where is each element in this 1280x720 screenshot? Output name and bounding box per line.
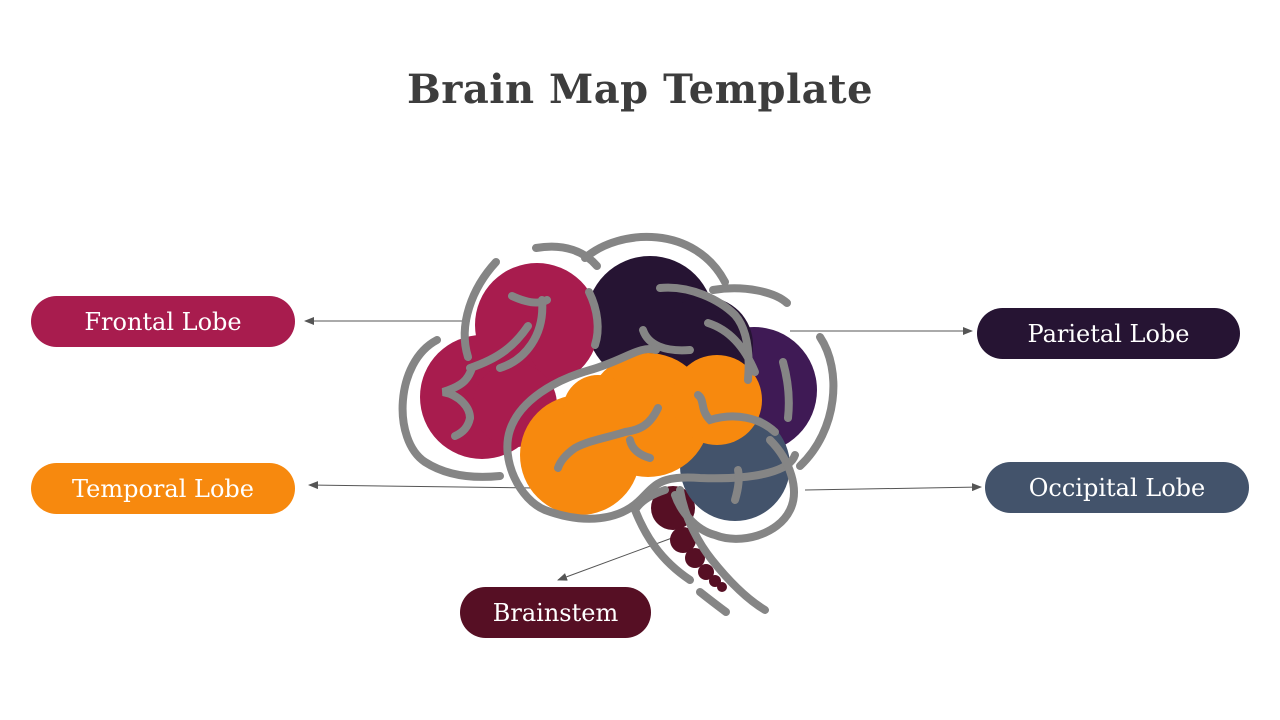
temporal-connector (308, 481, 536, 490)
temporal-lobe-shape (520, 353, 762, 515)
brainstem-label: Brainstem (460, 587, 651, 638)
occipital-connector (804, 483, 982, 492)
brain-outline (398, 232, 838, 616)
temporal-lobe-label: Temporal Lobe (31, 463, 295, 514)
occipital-lobe-label: Occipital Lobe (985, 462, 1249, 513)
page-title: Brain Map Template (406, 66, 874, 113)
parietal-lobe-label: Parietal Lobe (977, 308, 1240, 359)
frontal-lobe-label: Frontal Lobe (31, 296, 295, 347)
